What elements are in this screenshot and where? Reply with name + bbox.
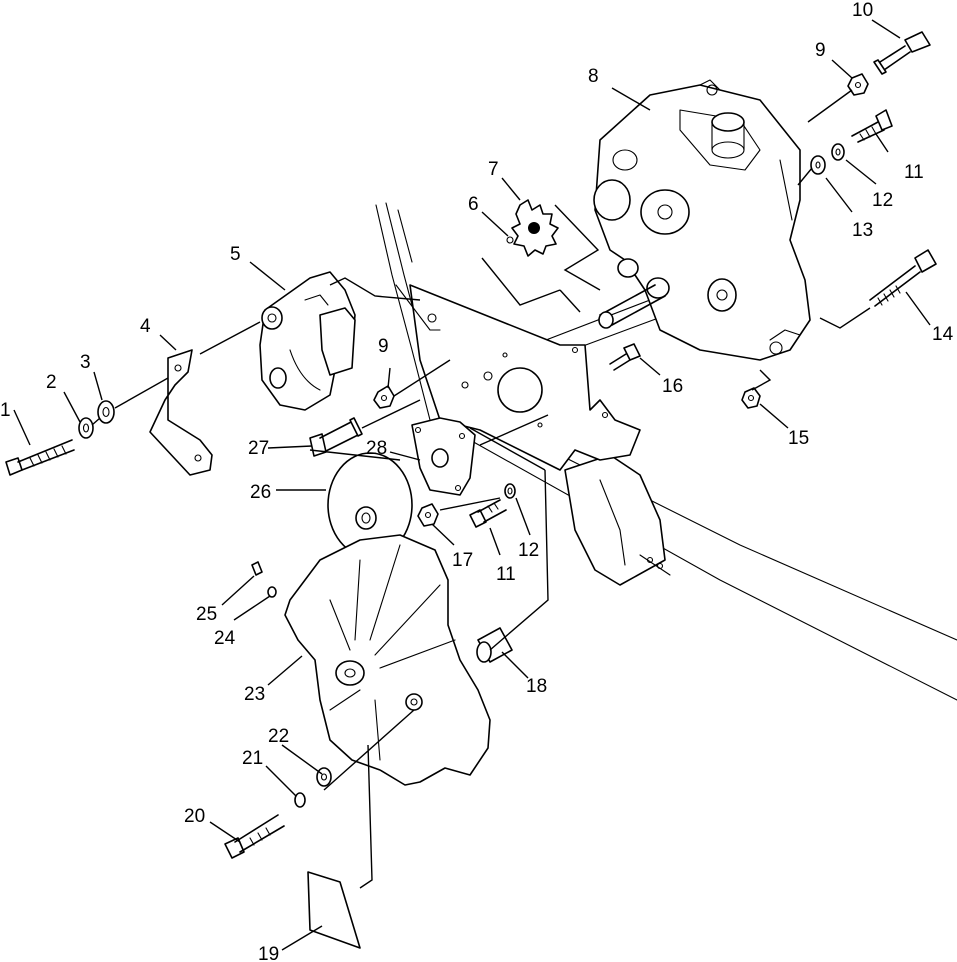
callout-5: 5 [230,244,241,265]
washer-22 [316,767,332,787]
callout-9-middle: 9 [378,336,389,357]
screw-25 [251,561,263,576]
callout-20: 20 [184,806,205,827]
callout-13: 13 [852,220,873,241]
washer-2 [78,417,94,439]
callout-12-upper: 12 [872,190,893,211]
bolt-20 [224,814,285,859]
washer-13 [810,155,826,175]
nut-17 [417,503,439,527]
assembly-lines [91,89,871,889]
callout-11-upper: 11 [904,162,924,183]
washer-9-middle [373,385,395,409]
bolt-16 [609,343,641,371]
callout-2: 2 [46,372,57,393]
guard-23 [284,534,491,786]
callout-8: 8 [588,66,599,87]
callout-1: 1 [0,400,11,421]
bolt-1 [5,439,75,476]
callout-24: 24 [214,628,236,649]
callout-18: 18 [526,676,547,697]
lockwasher-12-upper [831,143,845,161]
washer-3 [97,400,115,424]
lockwasher-21 [294,792,306,808]
callout-25: 25 [196,604,217,625]
callout-23: 23 [244,684,265,705]
plate-28 [411,417,476,496]
callout-16: 16 [662,376,683,397]
bolt-10 [873,31,931,75]
callout-14: 14 [932,324,954,345]
callout-pointers [13,19,931,951]
sprocket [506,199,559,257]
gearbox-housing [593,79,811,361]
callout-7: 7 [488,159,499,180]
lockwasher-12-middle [504,483,516,499]
callout-11-middle: 11 [496,564,516,585]
decal-19 [307,871,361,949]
callout-4: 4 [140,316,151,337]
callout-28: 28 [366,438,387,459]
callout-27: 27 [248,438,269,459]
callout-9-upper: 9 [815,40,826,61]
bracket [149,349,213,476]
washer-9-upper [847,73,869,96]
callout-22: 22 [268,726,289,747]
callout-12-middle: 12 [518,540,539,561]
callout-3: 3 [80,352,91,373]
nut-15 [741,387,761,409]
callout-26: 26 [250,482,271,503]
callout-10: 10 [852,0,873,21]
bolt-11-middle [469,499,507,528]
washer-24 [267,586,277,598]
callout-6: 6 [468,194,479,215]
callout-19: 19 [258,944,279,962]
callout-17: 17 [452,550,473,571]
bolt-11-upper [851,109,893,143]
motor-assembly [259,271,356,411]
callout-21: 21 [242,748,263,769]
callout-15: 15 [788,428,809,449]
bolt-14 [869,249,937,307]
